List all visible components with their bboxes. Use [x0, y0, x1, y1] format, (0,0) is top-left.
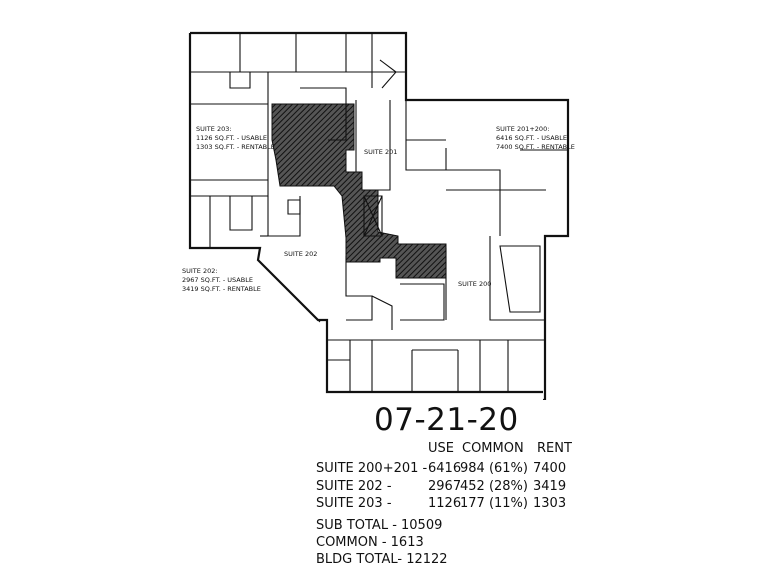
row-common: 177 (11%) — [460, 496, 528, 511]
building-total: BLDG TOTAL- 12122 — [316, 552, 448, 567]
suite-201-200-rentable: 7400 SQ.FT. - RENTABLE — [496, 143, 575, 151]
col-header-common: COMMON — [462, 441, 524, 456]
col-header-use: USE — [428, 441, 454, 456]
suite-201-200-name: SUITE 201+200: — [496, 125, 549, 133]
stair-core — [328, 103, 383, 237]
suite-201-label: SUITE 201 — [364, 148, 397, 156]
row-rent: 7400 — [533, 461, 567, 476]
row-suite: SUITE 200+201 - — [316, 461, 428, 476]
row-common: 452 (28%) — [460, 479, 528, 494]
common-area-hatch — [271, 103, 447, 279]
suite-202-room — [257, 256, 393, 330]
row-suite: SUITE 203 - — [316, 496, 392, 511]
suite-202-label: SUITE 202 — [284, 250, 317, 258]
row-use: 6416 — [428, 461, 462, 476]
row-use: 1126 — [428, 496, 462, 511]
row-common: 984 (61%) — [460, 461, 528, 476]
top-offices — [190, 33, 406, 105]
row-suite: SUITE 202 - — [316, 479, 392, 494]
suite-203-name: SUITE 203: — [196, 125, 232, 133]
suite-203-rentable: 1303 SQ.FT. - RENTABLE — [196, 143, 275, 151]
floor-plan: SUITE 203: 1126 SQ.FT. - USABLE 1303 SQ.… — [182, 31, 575, 400]
common-total: COMMON - 1613 — [316, 535, 424, 550]
suite-200-label: SUITE 200 — [458, 280, 491, 288]
suite-203-room — [189, 104, 269, 197]
suite-202-rentable: 3419 SQ.FT. - RENTABLE — [182, 285, 261, 293]
row-rent: 3419 — [533, 479, 567, 494]
suite-201-room — [355, 100, 568, 236]
suite-201-200-usable: 6416 SQ.FT. - USABLE — [496, 134, 567, 142]
suite-202-usable: 2967 SQ.FT. - USABLE — [182, 276, 253, 284]
suite-202-name: SUITE 202: — [182, 267, 218, 275]
subtotal: SUB TOTAL - 10509 — [316, 518, 443, 533]
west-offices — [189, 196, 301, 248]
col-header-rent: RENT — [537, 441, 572, 456]
suite-203-usable: 1126 SQ.FT. - USABLE — [196, 134, 267, 142]
plan-date: 07-21-20 — [374, 402, 519, 438]
row-rent: 1303 — [533, 496, 567, 511]
row-use: 2967 — [428, 479, 462, 494]
south-offices — [327, 339, 545, 392]
